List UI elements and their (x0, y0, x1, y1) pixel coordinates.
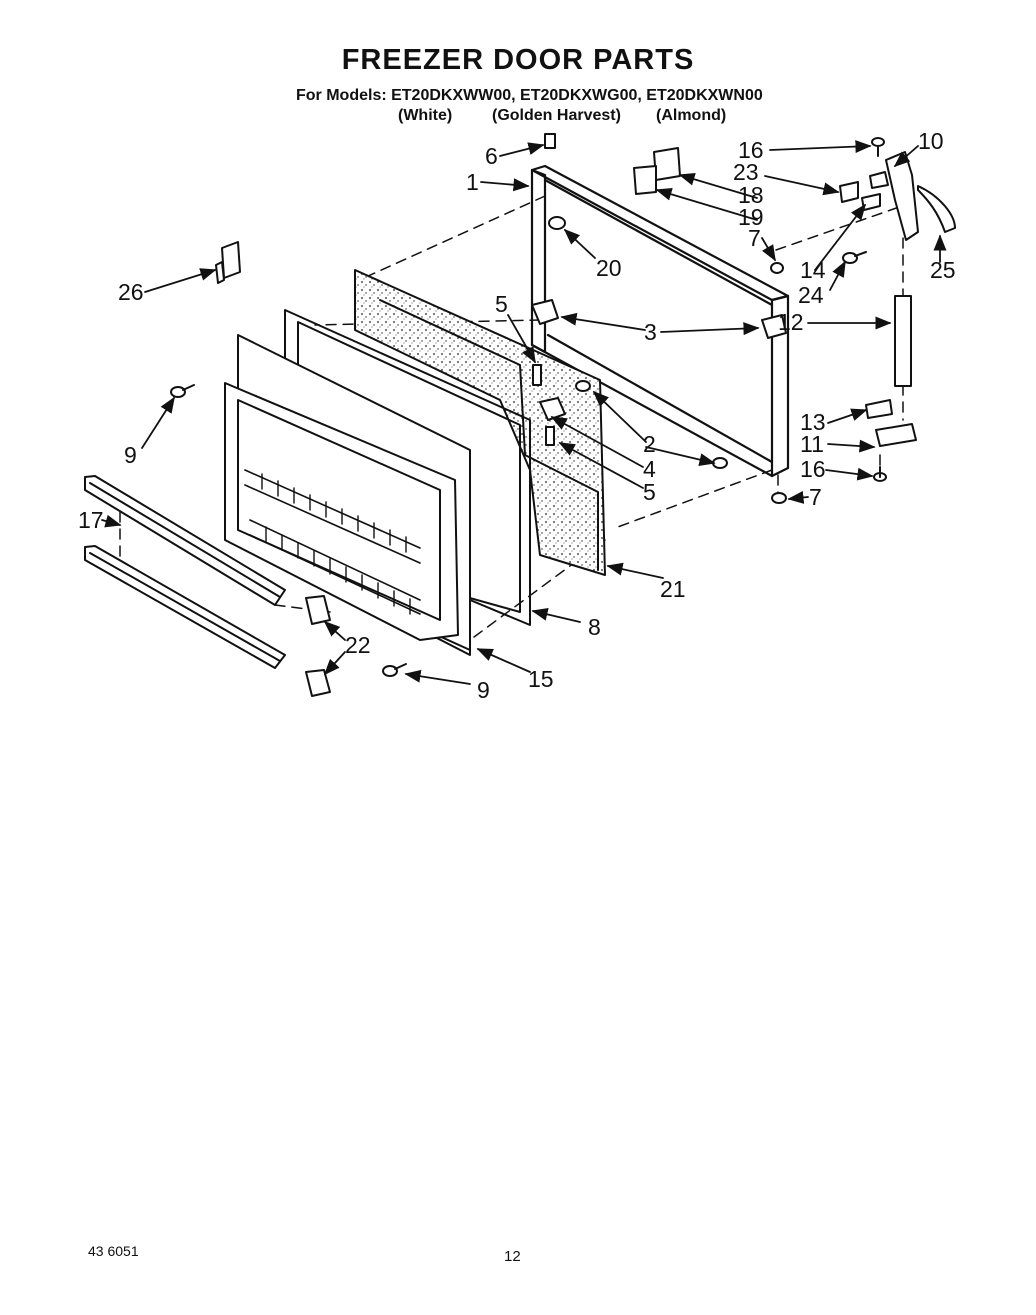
callout-12: 12 (778, 309, 804, 335)
page-title: FREEZER DOOR PARTS (341, 44, 695, 76)
handle-assembly (839, 151, 956, 447)
bushings (548, 216, 787, 504)
callout-1: 1 (466, 169, 479, 195)
hinge-brackets (531, 299, 787, 421)
callout-11: 11 (800, 431, 824, 457)
tape-patches (633, 147, 681, 195)
foam-insulation (354, 269, 606, 576)
callout-16-upper: 16 (738, 137, 764, 163)
callout-20: 20 (596, 255, 622, 281)
callout-labels: 1 2 3 4 5 5 6 7 7 8 9 9 10 11 12 13 14 1… (78, 128, 956, 703)
callout-17: 17 (78, 507, 104, 533)
footer-part-code: 43 6051 (88, 1243, 139, 1259)
models-line: For Models: ET20DKXWW00, ET20DKXWG00, ET… (296, 87, 763, 104)
callout-6: 6 (485, 143, 498, 169)
callout-26: 26 (118, 279, 144, 305)
color-almond: (Almond) (656, 107, 727, 124)
callout-3: 3 (644, 319, 657, 345)
clip-part (215, 241, 241, 284)
shelf-rails (84, 475, 286, 669)
callout-10: 10 (918, 128, 944, 154)
callout-22: 22 (345, 632, 371, 658)
door-shell (530, 164, 790, 478)
leader-arrows (101, 140, 947, 685)
callout-9-bottom: 9 (477, 677, 490, 703)
callout-4: 4 (643, 456, 656, 482)
callout-19: 19 (738, 204, 764, 230)
callout-2: 2 (643, 431, 656, 457)
callout-21: 21 (660, 576, 686, 602)
callout-9-left: 9 (124, 442, 137, 468)
rail-end-caps (305, 595, 331, 697)
color-golden-harvest: (Golden Harvest) (492, 107, 621, 124)
screws (170, 133, 887, 677)
footer-page-number: 12 (504, 1248, 521, 1265)
callout-23: 23 (733, 159, 759, 185)
color-white: (White) (398, 107, 453, 124)
callout-13: 13 (800, 409, 826, 435)
inner-liner (224, 334, 471, 651)
callout-15: 15 (528, 666, 554, 692)
callout-16-lower: 16 (800, 456, 826, 482)
callout-8: 8 (588, 614, 601, 640)
callout-24: 24 (798, 282, 824, 308)
callout-7-lower: 7 (809, 484, 822, 510)
callout-5-upper: 5 (495, 291, 508, 317)
callout-18: 18 (738, 182, 764, 208)
callout-5-lower: 5 (643, 479, 656, 505)
callout-7-upper: 7 (748, 225, 761, 251)
callout-25: 25 (930, 257, 956, 283)
shelf-ribs (261, 473, 411, 615)
callout-14: 14 (800, 257, 826, 283)
